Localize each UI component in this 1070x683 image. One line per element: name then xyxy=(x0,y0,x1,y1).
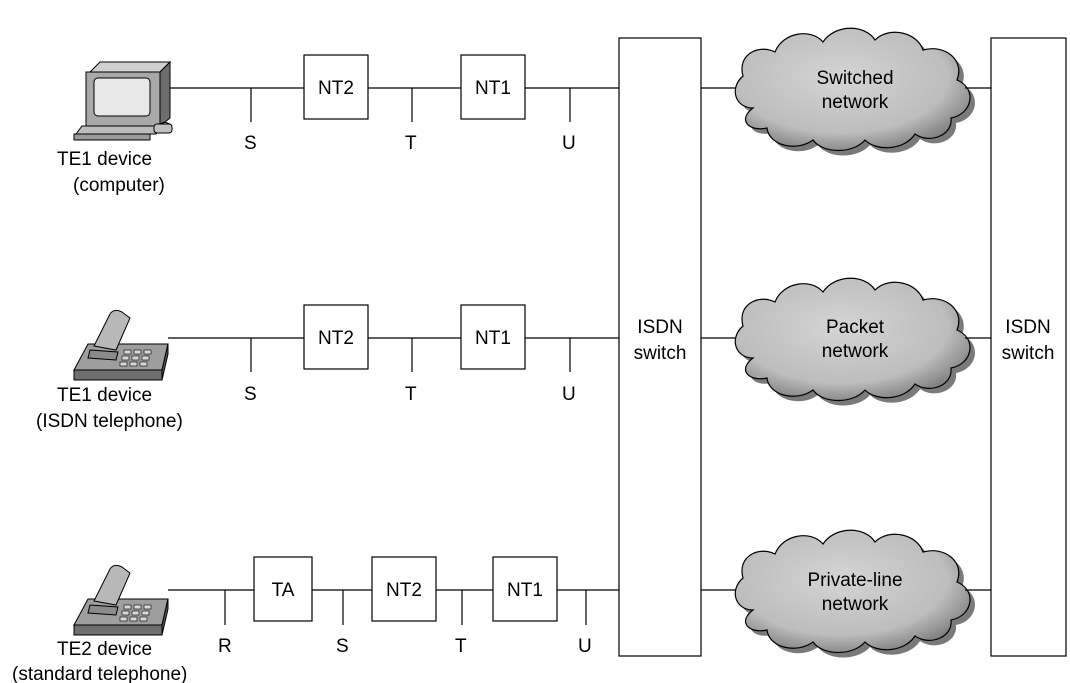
ref-point-u: U xyxy=(562,133,576,154)
nt2-box xyxy=(303,304,369,370)
ref-point-t: T xyxy=(405,384,417,405)
row-isdn-telephone: TE1 device (ISDN telephone) S NT2 T NT1 … xyxy=(36,304,619,432)
ref-point-s: S xyxy=(336,636,349,657)
nt1-label: NT1 xyxy=(475,328,511,349)
telephone-icon xyxy=(73,564,169,636)
network-label-line1: Switched xyxy=(816,68,893,89)
device-label-line2: (ISDN telephone) xyxy=(36,411,183,432)
isdn-switch-right-label-line1: ISDN xyxy=(1005,317,1050,338)
network-label-line1: Private-line xyxy=(807,570,902,591)
ta-box xyxy=(253,556,313,622)
nt1-box xyxy=(460,54,526,120)
nt1-box xyxy=(460,304,526,370)
nt1-label: NT1 xyxy=(475,78,511,99)
ref-point-t: T xyxy=(455,636,467,657)
network-label-line2: network xyxy=(822,92,889,113)
row-standard-telephone: TE2 device (standard telephone) R TA S N… xyxy=(12,556,619,683)
network-label-line1: Packet xyxy=(826,317,885,338)
network-label-line2: network xyxy=(822,341,889,362)
ref-point-r: R xyxy=(218,636,232,657)
telephone-icon xyxy=(73,309,169,381)
nt2-box xyxy=(371,556,437,622)
nt1-label: NT1 xyxy=(507,580,543,601)
ref-point-u: U xyxy=(562,384,576,405)
nt2-label: NT2 xyxy=(318,78,354,99)
nt2-label: NT2 xyxy=(386,580,422,601)
ref-point-s: S xyxy=(244,384,257,405)
computer-icon xyxy=(73,60,173,141)
device-label-line1: TE1 device xyxy=(57,149,152,170)
device-label-line2: (standard telephone) xyxy=(12,664,187,683)
ta-label: TA xyxy=(272,580,295,601)
ref-point-s: S xyxy=(244,133,257,154)
nt2-label: NT2 xyxy=(318,328,354,349)
device-label-line2: (computer) xyxy=(73,175,165,196)
row-computer: TE1 device (computer) S NT2 T NT1 U xyxy=(57,54,619,196)
network-label-line2: network xyxy=(822,594,889,615)
ref-point-t: T xyxy=(405,133,417,154)
isdn-switch-left-label-line2: switch xyxy=(634,343,687,364)
isdn-switch-right xyxy=(990,37,1067,657)
isdn-switch-right-label-line2: switch xyxy=(1002,343,1055,364)
isdn-switch-left-label-line1: ISDN xyxy=(637,317,682,338)
nt1-box xyxy=(492,556,558,622)
nt2-box xyxy=(303,54,369,120)
isdn-switch-left xyxy=(618,37,702,657)
device-label-line1: TE1 device xyxy=(57,385,152,406)
ref-point-u: U xyxy=(578,636,592,657)
device-label-line1: TE2 device xyxy=(57,639,152,660)
